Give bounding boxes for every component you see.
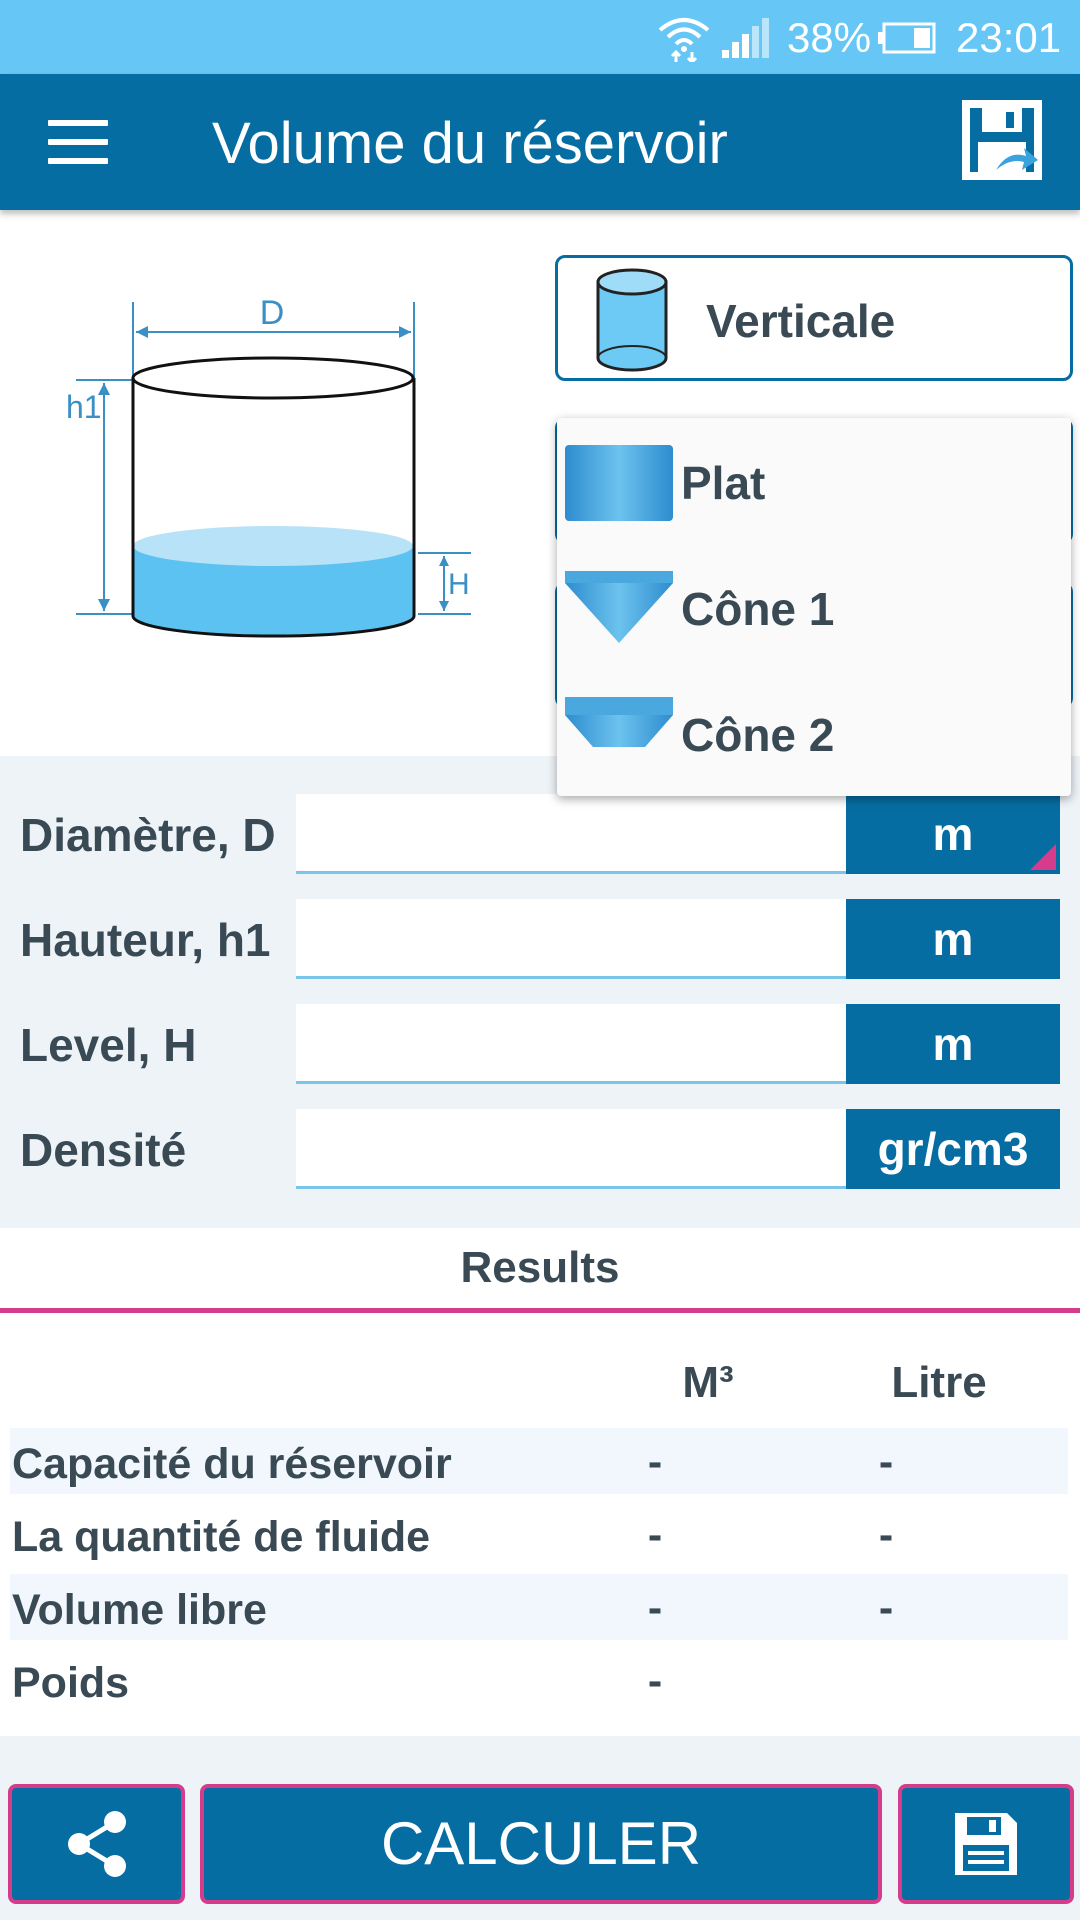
result-row-free-volume: Volume libre - - — [10, 1574, 1068, 1640]
flat-shape-icon — [565, 445, 673, 521]
results-divider — [0, 1308, 1080, 1313]
dropdown-option-plat[interactable]: Plat — [557, 418, 1071, 544]
orientation-select[interactable]: Verticale — [555, 255, 1073, 381]
result-value-litre: - — [878, 1584, 894, 1632]
density-unit-select[interactable]: gr/cm3 — [846, 1109, 1060, 1189]
dropdown-option-label: Cône 2 — [681, 709, 835, 761]
result-row-weight: Poids - — [10, 1647, 1068, 1713]
wifi-icon — [658, 18, 710, 62]
diameter-row: Diamètre, D m — [0, 794, 1080, 874]
status-bar: 38% 23:01 — [0, 0, 1080, 74]
dropdown-corner-indicator — [1030, 844, 1056, 870]
unit-label: m — [932, 913, 974, 965]
menu-icon[interactable] — [48, 120, 108, 164]
level-row: Level, H m — [0, 1004, 1080, 1084]
label-d: D — [260, 294, 285, 332]
dropdown-option-label: Plat — [681, 457, 766, 509]
battery-icon — [878, 22, 936, 54]
share-icon — [67, 1811, 126, 1877]
result-value-litre: - — [878, 1511, 894, 1559]
floppy-disk-icon — [955, 1813, 1017, 1875]
results-title: Results — [0, 1228, 1080, 1308]
density-label: Densité — [20, 1124, 187, 1176]
input-area: Diamètre, D m Hauteur, h1 m Level, H m D… — [0, 756, 1080, 1228]
calculate-button[interactable]: CALCULER — [200, 1784, 882, 1904]
result-label: Poids — [12, 1659, 130, 1707]
result-value-m3: - — [647, 1584, 663, 1632]
save-export-icon[interactable] — [962, 100, 1042, 180]
dropdown-option-label: Cône 1 — [681, 583, 835, 635]
diameter-input[interactable] — [296, 794, 846, 874]
cone-2-icon — [565, 697, 673, 747]
label-h: H — [448, 568, 470, 601]
result-row-capacity: Capacité du réservoir - - — [10, 1428, 1068, 1494]
result-label: Volume libre — [12, 1586, 267, 1634]
label-h1: h1 — [66, 389, 102, 425]
vertical-cylinder-icon — [596, 268, 668, 372]
signal-icon — [722, 18, 769, 58]
column-header-litre: Litre — [891, 1358, 987, 1407]
page-title: Volume du réservoir — [212, 111, 728, 176]
dropdown-option-cone-2[interactable]: Cône 2 — [557, 670, 1071, 796]
unit-label: gr/cm3 — [877, 1123, 1029, 1175]
result-value-litre: - — [878, 1438, 894, 1486]
result-value-m3: - — [647, 1657, 663, 1705]
height-unit-select[interactable]: m — [846, 899, 1060, 979]
unit-label: m — [932, 808, 974, 860]
battery-percent: 38% — [787, 14, 872, 61]
result-value-m3: - — [647, 1511, 663, 1559]
height-input[interactable] — [296, 899, 846, 979]
result-label: La quantité de fluide — [12, 1513, 431, 1561]
app-bar: Volume du réservoir — [0, 74, 1080, 210]
clock: 23:01 — [956, 14, 1062, 61]
height-label: Hauteur, h1 — [20, 914, 271, 966]
unit-label: m — [932, 1018, 974, 1070]
level-input[interactable] — [296, 1004, 846, 1084]
density-input[interactable] — [296, 1109, 846, 1189]
height-row: Hauteur, h1 m — [0, 899, 1080, 979]
result-row-fluid-quantity: La quantité de fluide - - — [10, 1501, 1068, 1567]
shape-dropdown: Plat Cône 1 Cône 2 — [557, 418, 1071, 796]
diameter-unit-select[interactable]: m — [846, 794, 1060, 874]
orientation-selected-label: Verticale — [706, 295, 896, 347]
column-header-m3: M³ — [682, 1358, 734, 1407]
save-button[interactable] — [898, 1784, 1074, 1904]
diameter-label: Diamètre, D — [20, 809, 276, 861]
density-row: Densité gr/cm3 — [0, 1109, 1080, 1189]
level-unit-select[interactable]: m — [846, 1004, 1060, 1084]
tank-diagram: D h1 H — [66, 294, 471, 638]
cone-1-icon — [565, 571, 673, 643]
share-button[interactable] — [8, 1784, 185, 1904]
dropdown-option-cone-1[interactable]: Cône 1 — [557, 544, 1071, 670]
result-value-m3: - — [647, 1438, 663, 1486]
result-label: Capacité du réservoir — [12, 1440, 452, 1488]
level-label: Level, H — [20, 1019, 197, 1071]
